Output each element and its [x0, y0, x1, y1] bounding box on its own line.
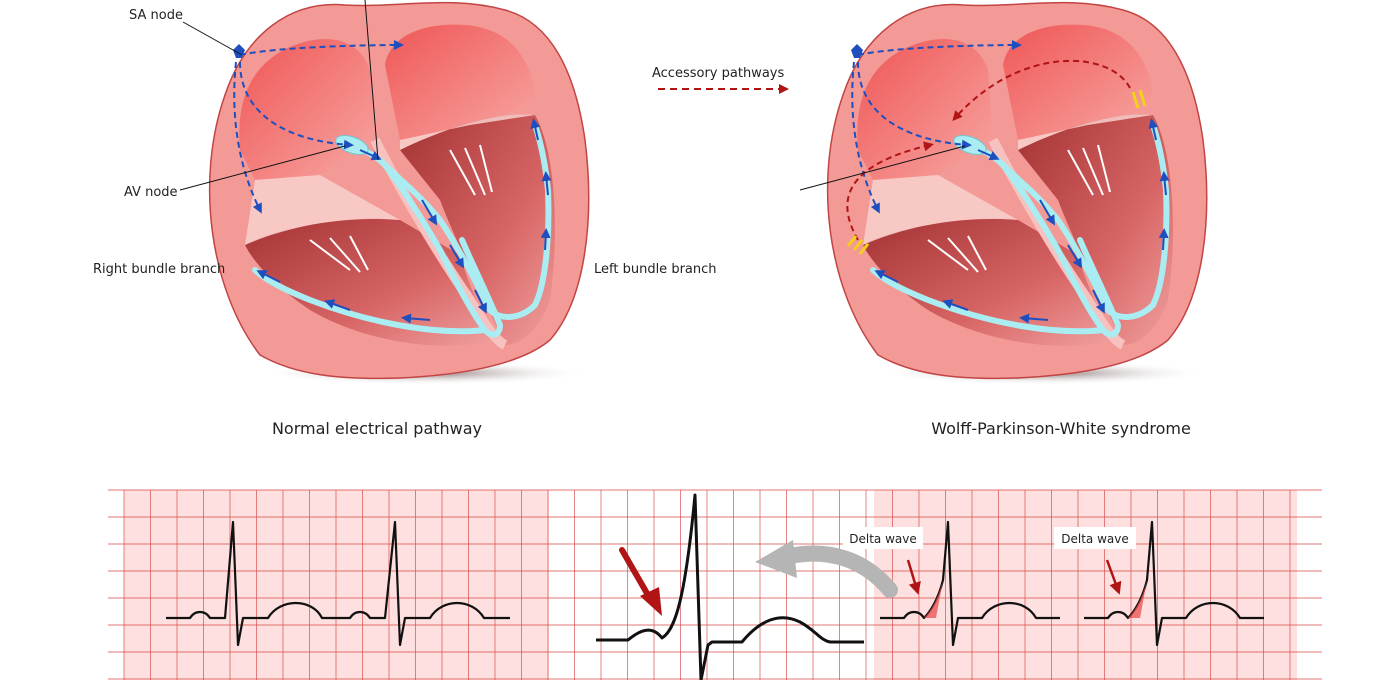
delta-shade-1	[924, 580, 943, 618]
delta-wave-box-1	[843, 527, 923, 549]
av-node-leader	[179, 145, 346, 191]
delta-wave-box-2	[1054, 527, 1136, 549]
ecg-trace-normal	[166, 520, 510, 647]
delta-wave-label-1: Delta wave	[849, 532, 916, 546]
wpw-av-node-leader	[799, 145, 966, 191]
accessory-pathway-left	[846, 141, 934, 241]
delta-arrow-zoom-head	[640, 587, 662, 616]
accessory-marker-right	[1131, 89, 1147, 109]
left-bundle-branch-label: Left bundle branch	[594, 262, 717, 277]
delta-wave-label-2: Delta wave	[1061, 532, 1128, 546]
wpw-title: Wolff-Parkinson-White syndrome	[931, 419, 1191, 438]
accessory-pathways-label: Accessory pathways	[652, 66, 784, 81]
ecg-grid-wpw	[874, 490, 1297, 680]
ecg-trace-wpw	[880, 520, 1264, 647]
delta-shade-2	[1128, 580, 1147, 618]
delta-arrow-1	[906, 559, 921, 595]
normal-heart	[210, 3, 590, 385]
sa-node-leader	[182, 21, 243, 56]
normal-title: Normal electrical pathway	[272, 419, 482, 438]
accessory-marker-left	[846, 235, 870, 255]
zoom-curved-arrow-head	[755, 540, 797, 578]
right-bundle-branch-label: Right bundle branch	[93, 262, 225, 277]
septum-leader	[364, 0, 379, 161]
sa-node-label: SA node	[129, 8, 183, 23]
av-node-label: AV node	[124, 185, 178, 200]
ecg-grid-normal	[124, 490, 549, 680]
wpw-heart	[828, 3, 1208, 385]
ecg-grid-lines	[108, 489, 1322, 680]
ecg-trace-zoom	[596, 493, 864, 680]
delta-arrow-2	[1105, 559, 1122, 595]
zoom-curved-arrow	[782, 545, 898, 598]
